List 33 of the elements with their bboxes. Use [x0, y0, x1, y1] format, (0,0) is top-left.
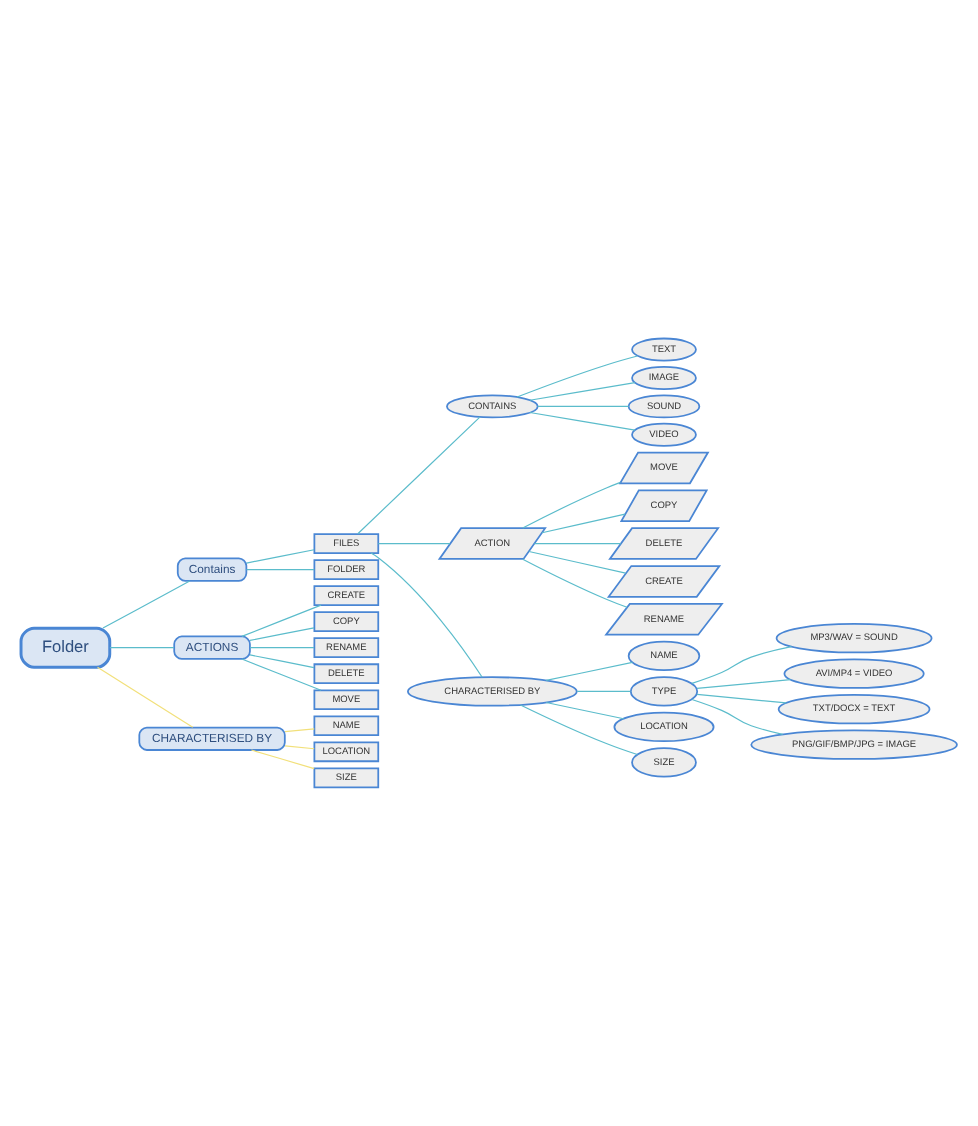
connector [370, 552, 483, 678]
connector [102, 580, 191, 629]
connector [109, 647, 175, 649]
connector [357, 416, 481, 535]
connector [529, 411, 636, 431]
connector [529, 382, 636, 401]
connector [691, 646, 792, 685]
connector [536, 405, 630, 407]
connector [245, 569, 315, 571]
connector [249, 627, 315, 642]
connector [541, 513, 626, 534]
connector [516, 355, 638, 398]
connector [696, 693, 787, 704]
connector [249, 647, 315, 649]
connector [691, 698, 784, 736]
connector [250, 749, 315, 770]
connector [522, 558, 628, 608]
connector [528, 550, 627, 574]
connector [519, 704, 638, 756]
connector [576, 690, 632, 693]
connector [533, 543, 622, 545]
connector [241, 604, 322, 637]
connector [696, 679, 792, 690]
connector [96, 666, 194, 728]
connector [245, 549, 315, 564]
connector [545, 661, 633, 681]
connector [377, 543, 451, 545]
connector [545, 701, 625, 720]
connector [284, 745, 315, 750]
connector [284, 728, 315, 733]
connector [249, 654, 315, 669]
connector [522, 481, 621, 529]
connector [241, 658, 322, 691]
